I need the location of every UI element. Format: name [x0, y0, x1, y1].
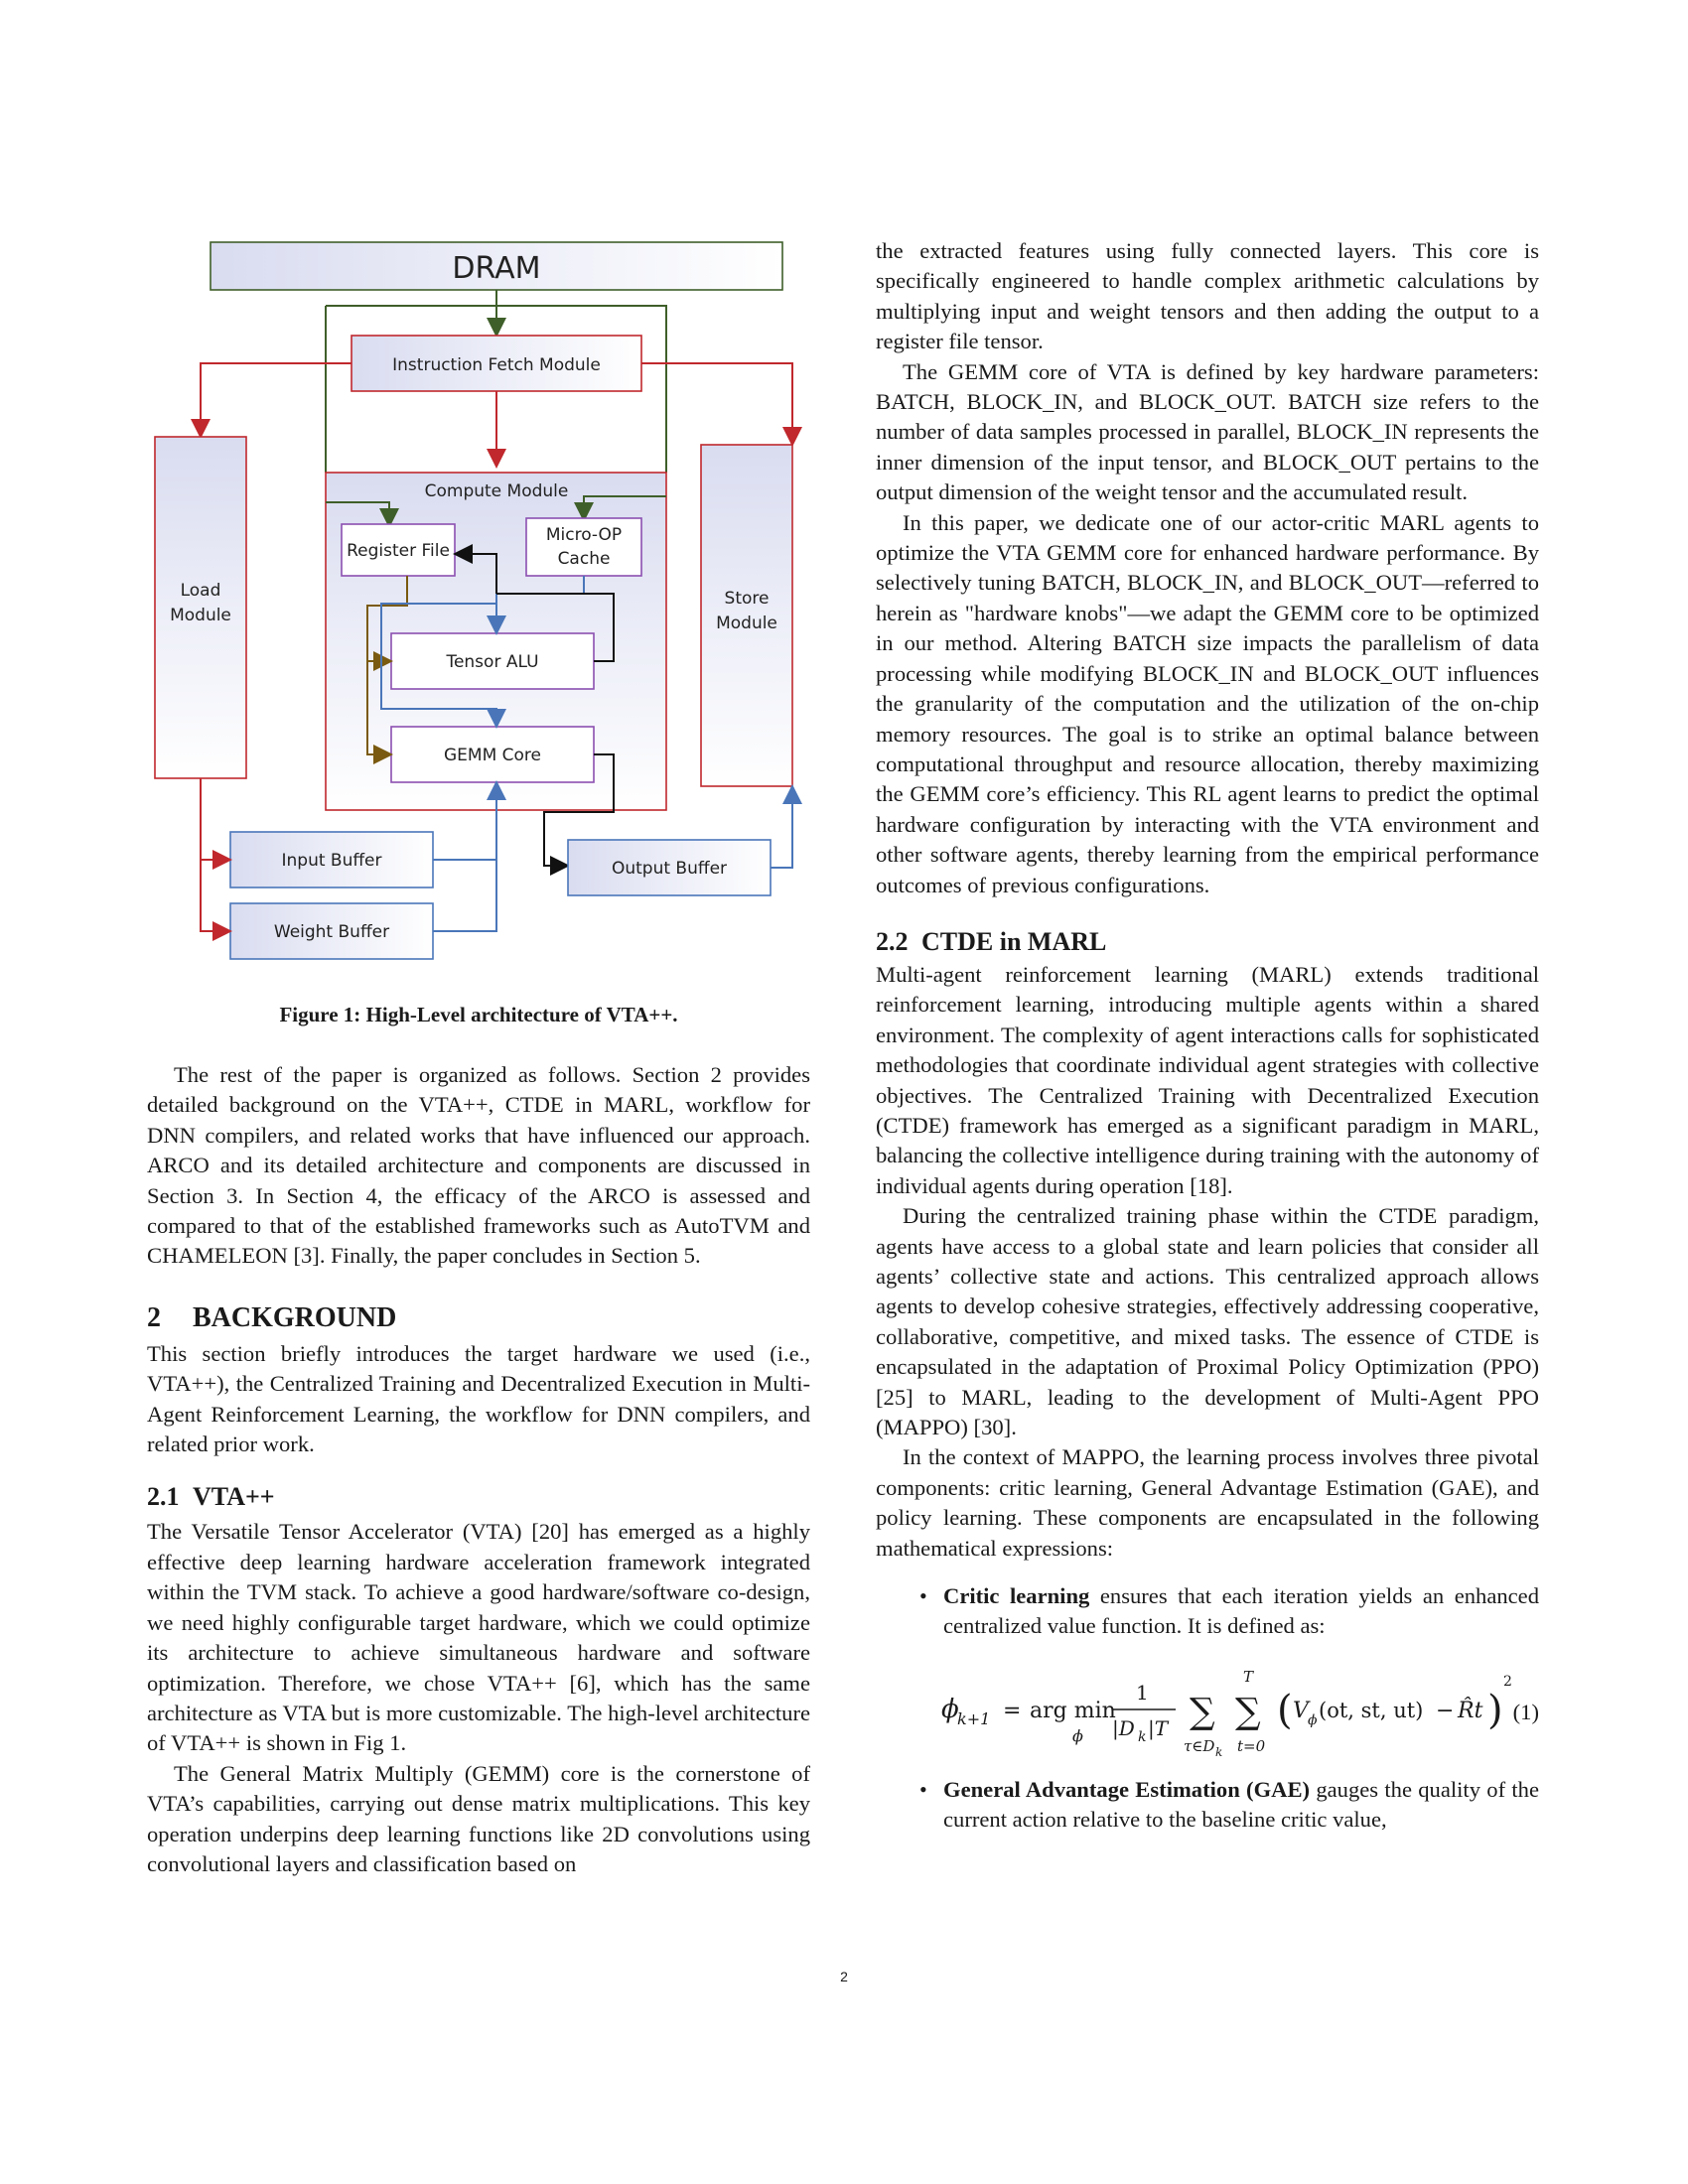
store-module-block — [700, 444, 793, 787]
output-buffer-block — [567, 839, 772, 896]
eq-args: (ot, st, ut) — [1319, 1699, 1423, 1722]
eq-frac-num: 1 — [1136, 1681, 1149, 1705]
instruction-fetch-label: Instruction Fetch Module — [392, 355, 601, 375]
eq-sum-1-lower-sub: k — [1215, 1745, 1222, 1759]
register-file-label: Register File — [347, 541, 450, 561]
section-2-1-title: VTA++ — [193, 1482, 275, 1512]
section-2-2-number: 2.2 — [876, 926, 909, 956]
weight-buffer-block — [229, 902, 434, 960]
compute-module-label: Compute Module — [425, 481, 569, 501]
eq-equals: = — [1003, 1699, 1021, 1723]
eq-argmin: arg min — [1030, 1699, 1116, 1723]
eq-minus: − — [1436, 1699, 1454, 1723]
tensor-alu-label: Tensor ALU — [445, 652, 538, 672]
eq-lhs-sub: k+1 — [957, 1709, 990, 1728]
bullet-2-text: gauges the quality of the current action… — [943, 1776, 1540, 1833]
eq-sum-2-lower: t=0 — [1237, 1737, 1266, 1755]
section-2-1-paragraph-1: The Versatile Tensor Accelerator (VTA) [… — [147, 1519, 810, 1756]
section-2-1-number: 2.1 — [147, 1482, 180, 1512]
bullet-1-text: ensures that each iteration yields an en… — [943, 1583, 1539, 1639]
bullet-gae: General Advantage Estimation (GAE) gauge… — [876, 1775, 1539, 1836]
eq-sum-1: ∑ — [1190, 1692, 1215, 1732]
page-number: 2 — [840, 1969, 848, 1984]
section-2-paragraph: This section briefly introduces the targ… — [147, 1340, 810, 1457]
right-column: the extracted features using fully conne… — [876, 236, 1539, 1836]
eq-v: V — [1293, 1699, 1311, 1723]
microop-cache-label-1: Micro-OP — [546, 525, 622, 545]
store-module-label-2: Module — [716, 614, 777, 633]
instruction-fetch-block — [351, 335, 642, 392]
vta-architecture-diagram: DRAM Instruction Fetch Module Load Modul… — [154, 241, 802, 960]
section-2-number: 2 — [147, 1301, 161, 1333]
eq-r-hat: R̂t — [1457, 1698, 1483, 1723]
right-paragraph-3: In this paper, we dedicate one of our ac… — [876, 509, 1539, 897]
output-buffer-label: Output Buffer — [612, 859, 727, 879]
register-file-block — [341, 523, 456, 577]
microop-cache-block — [525, 517, 642, 577]
eq-phi-lhs: ϕ — [941, 1695, 959, 1724]
mappo-components-list: Critic learning ensures that each iterat… — [876, 1581, 1539, 1642]
section-2-2-paragraph-2: During the centralized training phase wi… — [876, 1203, 1539, 1440]
microop-cache-label-2: Cache — [558, 549, 611, 569]
section-2-title: BACKGROUND — [193, 1301, 397, 1333]
eq-paren-open: ( — [1277, 1688, 1293, 1733]
figure-caption-text: High-Level architecture of VTA++. — [365, 1003, 678, 1026]
weight-buffer-label: Weight Buffer — [274, 922, 389, 942]
load-module-block — [154, 436, 247, 779]
section-2-2-heading: 2.2 CTDE in MARL — [876, 926, 1539, 958]
eq-sum-2: ∑ — [1235, 1692, 1261, 1732]
load-module-label-2: Module — [170, 606, 231, 625]
eq-v-sub: ϕ — [1308, 1712, 1318, 1728]
eq-frac-den-sub: k — [1138, 1729, 1146, 1745]
section-2-2-paragraph-1: Multi-agent reinforcement learning (MARL… — [876, 961, 1539, 1198]
eq-frac-den-end: |T — [1148, 1716, 1170, 1741]
figure-caption: Figure 1: High-Level architecture of VTA… — [147, 1001, 810, 1028]
bullet-2-bold: General Advantage Estimation (GAE) — [943, 1776, 1311, 1802]
store-module-label-1: Store — [725, 589, 770, 609]
equation-1-number: (1) — [1512, 1699, 1539, 1724]
eq-frac-den: |D — [1112, 1716, 1135, 1741]
left-column: DRAM Instruction Fetch Module Load Modul… — [147, 236, 810, 1879]
gemm-core-label: GEMM Core — [444, 746, 541, 765]
section-2-2-paragraph-3: In the context of MAPPO, the learning pr… — [876, 1444, 1539, 1561]
figure-caption-label: Figure 1: — [279, 1003, 361, 1026]
dram-block — [210, 241, 783, 291]
section-2-heading: 2 BACKGROUND — [147, 1301, 810, 1335]
intro-paragraph: The rest of the paper is organized as fo… — [147, 1062, 810, 1269]
input-buffer-label: Input Buffer — [281, 851, 381, 871]
right-paragraph-1: the extracted features using fully conne… — [876, 238, 1539, 354]
section-2-2-title: CTDE in MARL — [921, 926, 1107, 956]
equation-1-svg: ϕ k+1 = arg min ϕ 1 |D k |T ∑ τ∈D k T ∑ … — [941, 1668, 1512, 1759]
right-paragraph-2: The GEMM core of VTA is defined by key h… — [876, 358, 1539, 505]
section-2-1-paragraph-2: The General Matrix Multiply (GEMM) core … — [147, 1760, 810, 1876]
tensor-alu-block — [390, 632, 595, 690]
mappo-components-list-2: General Advantage Estimation (GAE) gauge… — [876, 1775, 1539, 1836]
bullet-critic-learning: Critic learning ensures that each iterat… — [876, 1581, 1539, 1642]
eq-sum-1-lower: τ∈D — [1184, 1737, 1214, 1755]
equation-1: ϕ k+1 = arg min ϕ 1 |D k |T ∑ τ∈D k T ∑ … — [876, 1654, 1539, 1763]
eq-argmin-sub: ϕ — [1072, 1726, 1083, 1745]
bullet-1-bold: Critic learning — [943, 1583, 1090, 1609]
eq-paren-close: ) — [1487, 1688, 1503, 1733]
load-module-label-1: Load — [181, 581, 221, 601]
figure-1: DRAM Instruction Fetch Module Load Modul… — [147, 236, 810, 1026]
eq-power: 2 — [1503, 1674, 1512, 1690]
dram-label: DRAM — [452, 251, 540, 286]
section-2-1-heading: 2.1 VTA++ — [147, 1481, 810, 1513]
input-buffer-block — [229, 831, 434, 888]
eq-sum-2-upper: T — [1243, 1668, 1254, 1686]
